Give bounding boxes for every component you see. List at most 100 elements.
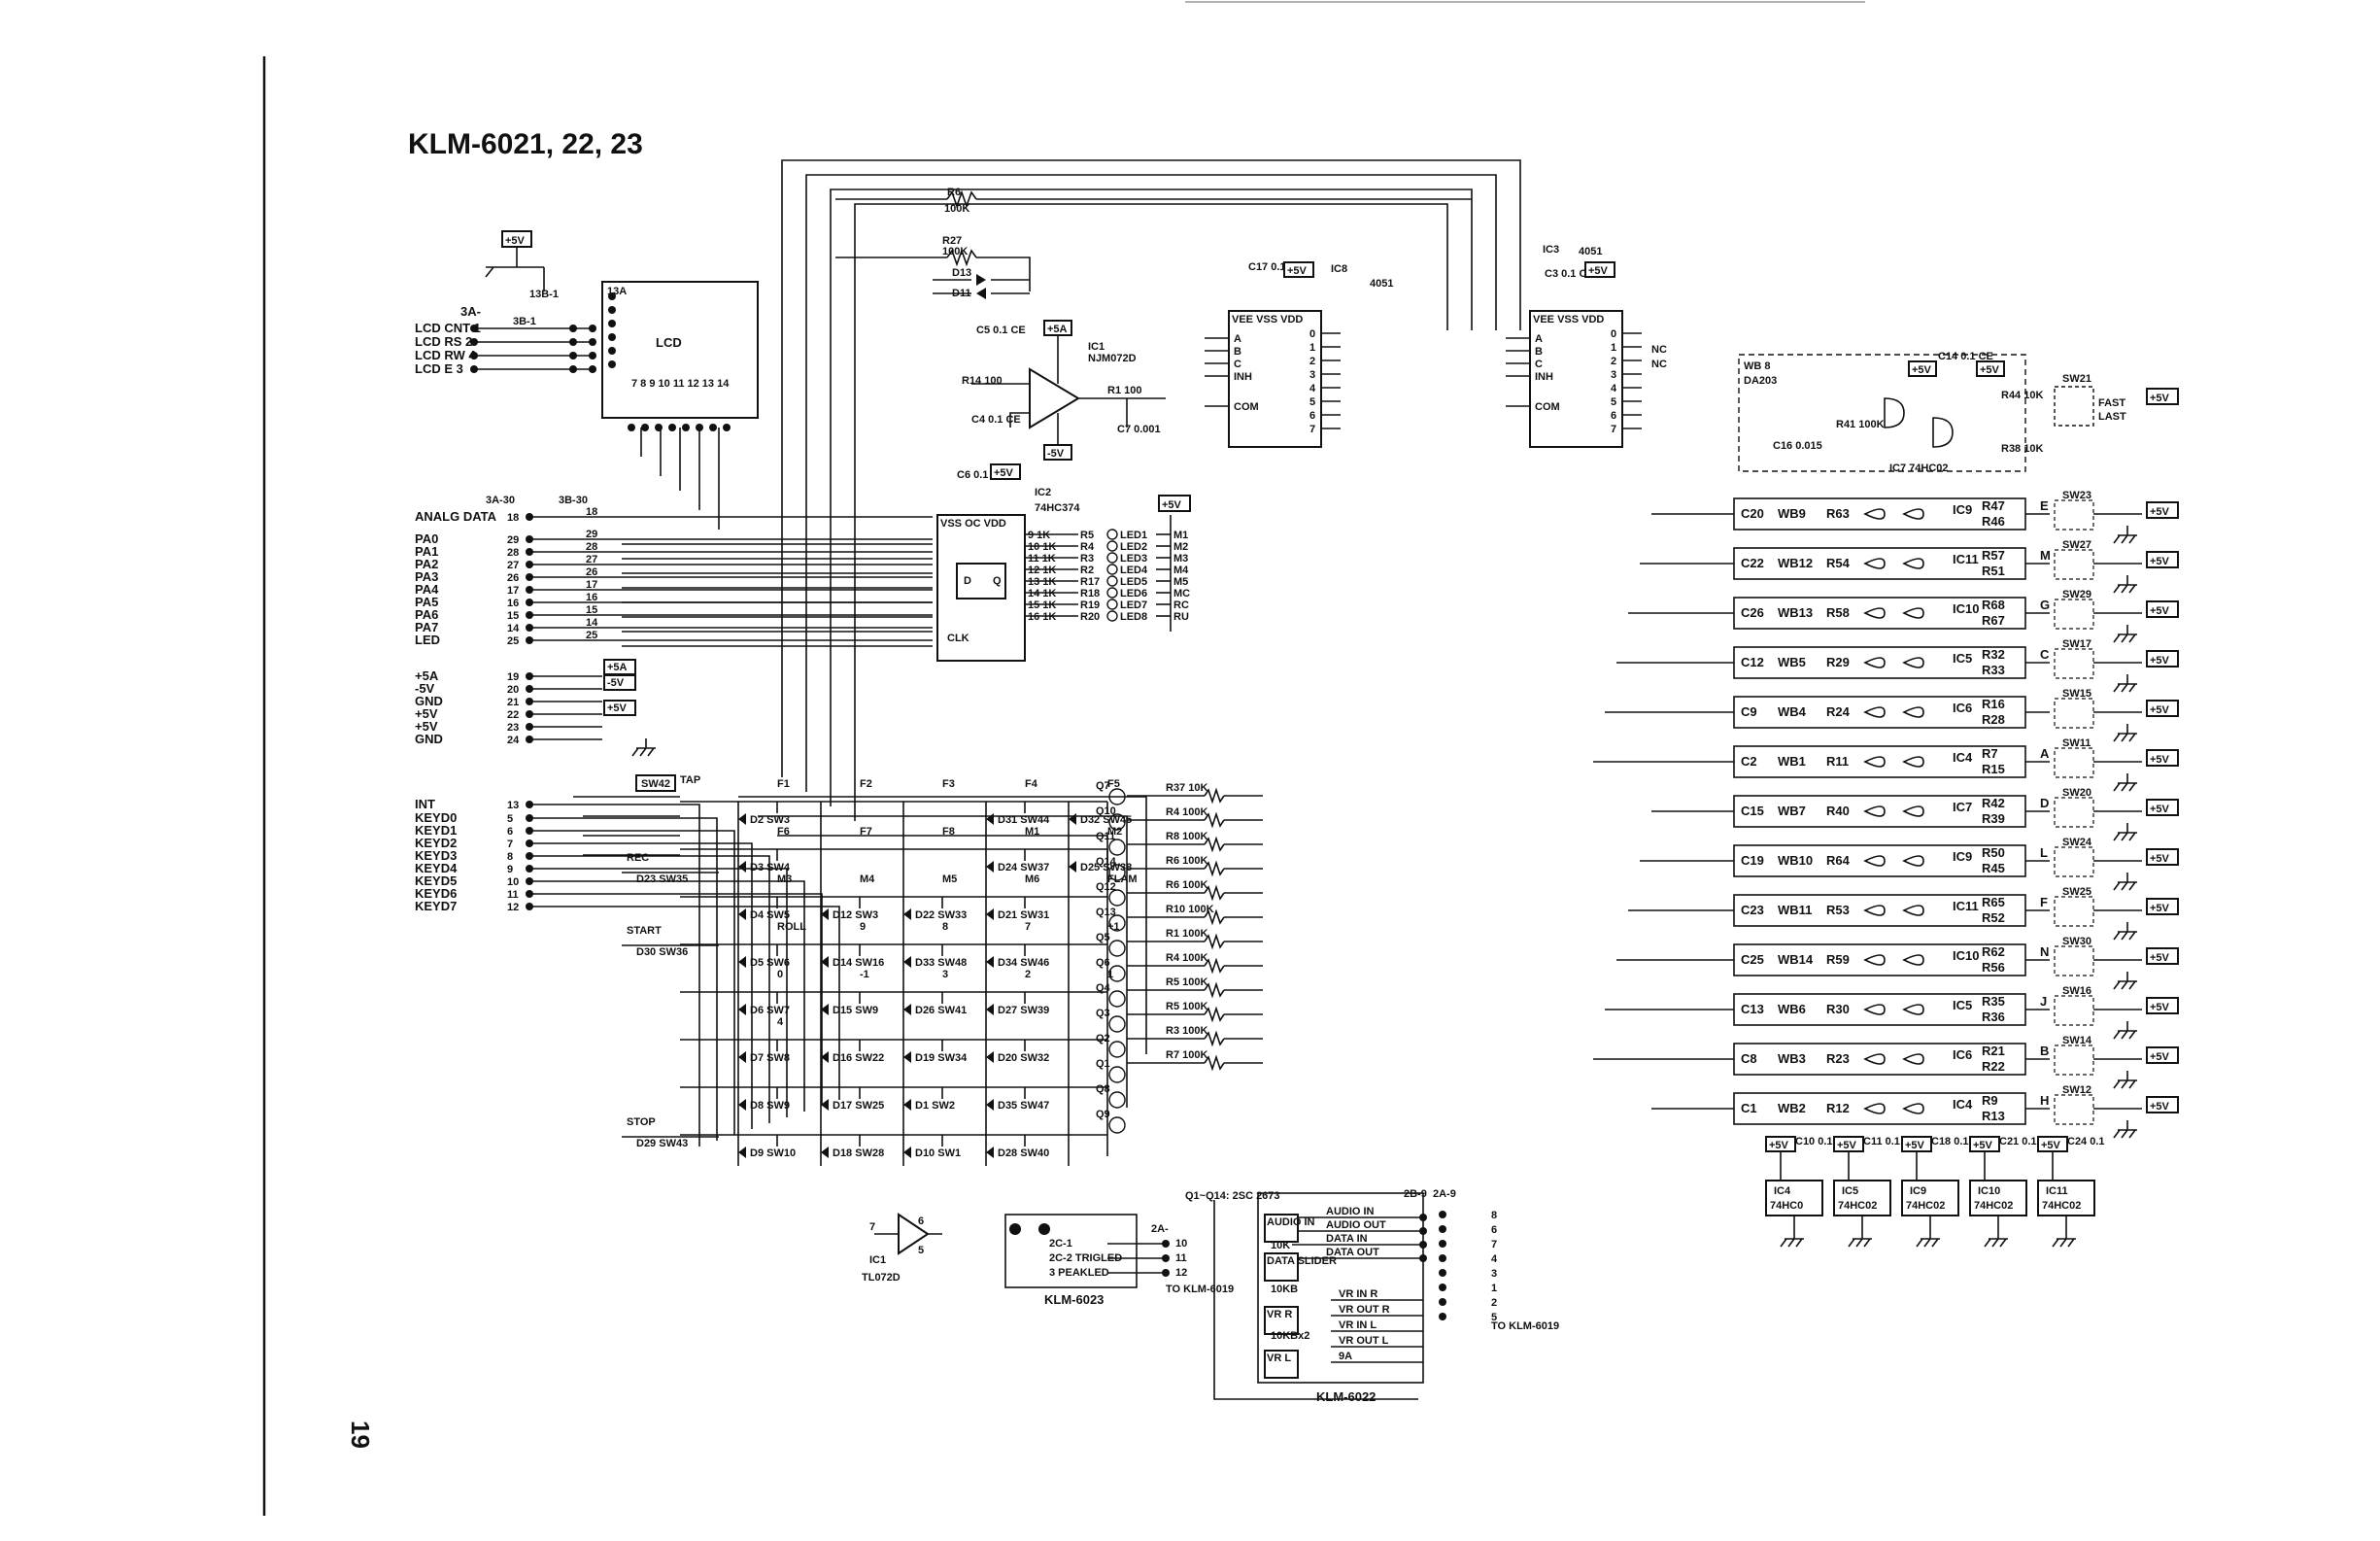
svg-text:C7 0.001: C7 0.001 — [1117, 424, 1161, 435]
channel-ic: IC7 — [1953, 800, 1972, 814]
power-flag-label: +5V — [2150, 903, 2170, 914]
ic-part: 74HC02 — [1838, 1200, 1877, 1212]
key-pin-label: KEYD2 — [415, 836, 457, 850]
ic-pin-label: 4 — [1611, 383, 1617, 394]
power-flag-label: +5V — [2150, 605, 2170, 617]
resistor-symbol — [1204, 811, 1225, 829]
transistor-symbol — [1108, 990, 1126, 1008]
key-pin-number: 13 — [507, 800, 519, 811]
pin-dot — [1439, 1298, 1446, 1306]
key-mark: M6 — [1025, 873, 1039, 885]
transistor-ref: Q6 — [1096, 957, 1110, 969]
power-flag-label: +5V — [2041, 1140, 2061, 1151]
svg-text:R14 100: R14 100 — [962, 375, 1003, 387]
svg-text:IC1: IC1 — [1088, 341, 1105, 353]
key-mark: 4 — [777, 1016, 784, 1028]
svg-text:+5V: +5V — [994, 467, 1014, 479]
ic-ref: IC10 — [1978, 1185, 2000, 1197]
key-pin-number: 9 — [507, 864, 513, 875]
bus-pin-number: 29 — [507, 534, 519, 546]
bus-pin-number: 14 — [507, 623, 520, 634]
key-mark: 0 — [777, 969, 783, 980]
led-ref: LED1 — [1120, 530, 1147, 541]
wire — [2113, 526, 2137, 544]
key-cell: D9 SW10 — [750, 1147, 796, 1159]
channel-r2: R21 — [1982, 1044, 2005, 1058]
wire — [1902, 1053, 1924, 1065]
wire — [1902, 855, 1924, 867]
led-net: M2 — [1173, 541, 1188, 553]
key-cell: D2 SW3 — [750, 814, 790, 826]
svg-text:5: 5 — [918, 1245, 924, 1256]
transistor-ref: Q12 — [1096, 881, 1116, 893]
channel-ic: IC5 — [1953, 651, 1972, 666]
channel-wb: WB9 — [1778, 506, 1806, 521]
svg-text:VSS OC VDD: VSS OC VDD — [940, 518, 1006, 530]
led-resistor-ref: R18 — [1080, 588, 1100, 599]
channel-resistor: R29 — [1826, 655, 1850, 669]
pin-dot — [589, 325, 596, 332]
channel-wb: WB13 — [1778, 605, 1813, 620]
channel-r2: R9 — [1982, 1093, 1998, 1108]
channel-r3: R52 — [1982, 910, 2005, 925]
wire — [1863, 855, 1886, 867]
key-pin-number: 6 — [507, 826, 513, 838]
bus-pin-number: 16 — [586, 592, 597, 603]
svg-text:SW42: SW42 — [641, 778, 670, 790]
svg-text:+5V: +5V — [1912, 364, 1932, 376]
svg-text:C16 0.015: C16 0.015 — [1773, 440, 1822, 452]
channel-key-net: J — [2040, 994, 2047, 1009]
klm6022-note: 10KB — [1271, 1284, 1298, 1295]
channel-switch-ref: SW20 — [2062, 787, 2091, 799]
led-net: M1 — [1173, 530, 1188, 541]
channel-resistor: R64 — [1826, 853, 1851, 868]
power-flag — [2146, 551, 2179, 568]
key-cell: D28 SW40 — [998, 1147, 1049, 1159]
channel-r2: R35 — [1982, 994, 2005, 1009]
pin-dot — [682, 424, 690, 431]
wire — [1916, 1151, 1931, 1229]
lcd-pin-label: LCD RS 2 — [415, 334, 472, 349]
resistor-symbol — [1204, 1006, 1225, 1023]
channel-switch-ref: SW29 — [2062, 589, 2091, 600]
key-mark: ROLL — [777, 921, 806, 933]
channel-ic: IC4 — [1953, 1097, 1973, 1112]
top-resistors: R6 100K R27 100K D13 D11 — [835, 187, 1472, 299]
pin-dot — [723, 424, 731, 431]
led-net: M3 — [1173, 553, 1188, 565]
channel-key-net: M — [2040, 548, 2051, 563]
lcd-label: LCD — [656, 335, 682, 350]
channel-cap: C2 — [1741, 754, 1757, 769]
wire — [1984, 1229, 2008, 1248]
diode-symbol — [821, 1004, 829, 1015]
klm6022-vr: VR OUT R — [1339, 1304, 1390, 1316]
led-ref: LED4 — [1120, 565, 1148, 576]
pin-dot — [569, 338, 577, 346]
led-net: M5 — [1173, 576, 1188, 588]
channel-r3: R33 — [1982, 663, 2005, 677]
wire — [1902, 1004, 1924, 1015]
channel-resistor: R53 — [1826, 903, 1850, 917]
channel-resistor: R11 — [1826, 754, 1849, 769]
pin-dot — [668, 424, 676, 431]
key-cell: D35 SW47 — [998, 1100, 1049, 1112]
svg-text:2B-9: 2B-9 — [1404, 1188, 1427, 1200]
channel-key-net: G — [2040, 598, 2050, 612]
svg-text:IC2: IC2 — [1035, 487, 1051, 498]
channel-cap: C26 — [1741, 605, 1764, 620]
wire — [631, 738, 656, 757]
left-key-cell: D29 SW43 — [636, 1138, 688, 1149]
wire — [1863, 805, 1886, 817]
klm6022-pin: 1 — [1491, 1283, 1497, 1294]
wire — [2113, 823, 2137, 841]
wire — [1902, 706, 1924, 718]
wire — [1863, 1004, 1886, 1015]
ic-box — [1969, 1180, 2027, 1216]
transistor-symbol — [1108, 889, 1126, 907]
channel-r2: R7 — [1982, 746, 1998, 761]
bus-pin-number: 26 — [507, 572, 519, 584]
transistor-symbol — [1108, 1116, 1126, 1134]
